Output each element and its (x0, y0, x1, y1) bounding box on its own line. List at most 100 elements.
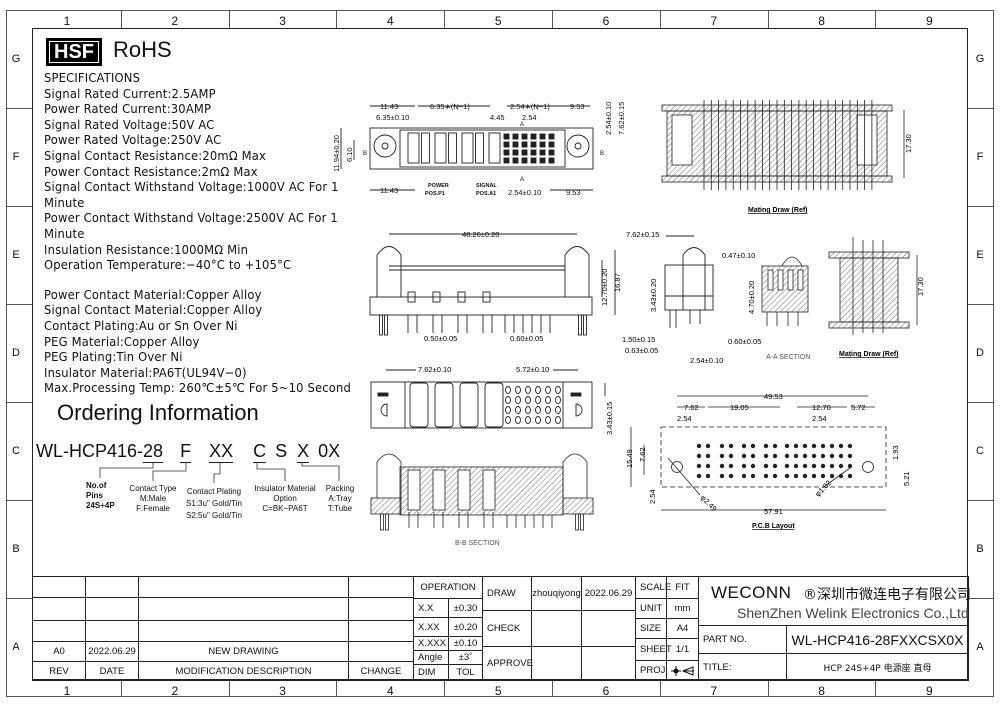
pcb-hole (784, 453, 790, 459)
unit-value: mm (666, 598, 699, 619)
date-cell (85, 620, 139, 642)
signal-contact (521, 133, 528, 140)
svg-text:11.94±0.20: 11.94±0.20 (332, 135, 341, 172)
svg-text:7.62±0.10: 7.62±0.10 (418, 365, 451, 374)
pcb-hole (829, 463, 835, 469)
spec-line: Signal Contact Withstand Voltage:1000V A… (44, 179, 339, 195)
rev-cell (32, 597, 86, 621)
signal-contact (539, 133, 546, 140)
tolerance-value: ±0.30 (448, 598, 483, 618)
change-cell (348, 576, 414, 598)
pcb-hole (793, 443, 799, 449)
power-socket (484, 382, 504, 428)
unit-label: UNIT (635, 598, 667, 619)
signal-contact (548, 141, 555, 148)
company-brand: WECONN (711, 583, 792, 602)
pcb-hole (741, 453, 747, 459)
svg-text:A: A (520, 177, 524, 183)
spec-line: Signal Rated Current:2.5AMP (44, 85, 216, 101)
bottom-view (370, 369, 606, 429)
svg-text:7.62±0.15: 7.62±0.15 (626, 230, 659, 239)
signal-contact (521, 157, 528, 164)
pcb-hole (793, 473, 799, 479)
hsf-logo: HSF (46, 38, 102, 66)
signal-socket (545, 416, 551, 424)
signal-socket (545, 396, 551, 404)
signal-socket (525, 406, 531, 414)
svg-text:2.54: 2.54 (522, 113, 537, 122)
row-divider (6, 206, 32, 207)
svg-text:2.54: 2.54 (812, 414, 827, 423)
rev-cell (32, 620, 86, 642)
size-label: SIZE (635, 618, 667, 639)
power-contact-section (482, 469, 496, 511)
row-ref: F (976, 151, 984, 163)
power-contact (407, 291, 416, 303)
pcb-hole (741, 443, 747, 449)
svg-text:0.60±0.05: 0.60±0.05 (728, 337, 761, 346)
column-ref: 1 (63, 14, 71, 28)
column-divider (767, 680, 769, 697)
spec-line: PEG Plating:Tin Over Ni (44, 349, 183, 365)
mating-side-dim: 17.30 (916, 277, 925, 296)
desc-cell (138, 620, 349, 642)
signal-socket (515, 386, 521, 394)
pcb-hole (802, 453, 808, 459)
row-ref: A (976, 641, 984, 653)
column-ref: 4 (387, 684, 394, 698)
pcb-hole (784, 463, 790, 469)
column-ref: 8 (818, 684, 825, 698)
pcb-hole (838, 443, 844, 449)
column-ref: 9 (926, 14, 933, 28)
power-contact (432, 291, 441, 303)
spec-line: Power Rated Current:30AMP (44, 101, 212, 117)
pcb-hole (811, 473, 817, 479)
row-divider (6, 402, 32, 403)
bottom-view-dims: 7.62±0.10 5.72±0.10 3.43±0.15 (418, 365, 614, 435)
svg-text:12.70±0.20: 12.70±0.20 (600, 269, 609, 306)
pcb-hole (847, 453, 853, 459)
drawer-name: zhouqiyong (531, 576, 582, 611)
tolerance-dim: X.XXX (413, 636, 449, 651)
pcb-hole (696, 463, 702, 469)
rev-value: A0 (32, 641, 86, 662)
side-view (664, 235, 714, 328)
date-cell (85, 576, 139, 598)
column-ref: 2 (171, 14, 179, 28)
peg (384, 314, 388, 336)
column-divider (875, 680, 877, 697)
svg-text:0.50±0.05: 0.50±0.05 (424, 334, 457, 343)
pcb-hole (763, 463, 769, 469)
size-value: A4 (666, 618, 699, 639)
signal-socket (555, 416, 561, 424)
svg-text:57.91: 57.91 (764, 507, 783, 516)
rev-cell (32, 576, 86, 598)
projection-symbol-icon (666, 660, 699, 681)
column-divider (552, 10, 553, 28)
signal-contact (503, 141, 510, 148)
spec-line: Operation Temperature:−40°C to +105°C (44, 257, 292, 273)
pcb-hole (750, 453, 756, 459)
column-divider (767, 10, 769, 28)
row-divider (968, 108, 994, 109)
sheet-label: SHEET (635, 638, 672, 661)
svg-text:1.93: 1.93 (891, 445, 900, 460)
power-socket (459, 382, 479, 428)
pcb-hole (696, 473, 702, 479)
svg-text:4.45: 4.45 (490, 113, 505, 122)
power-slot (448, 132, 457, 164)
signal-contact (521, 149, 528, 156)
column-ref: 1 (63, 684, 71, 698)
rev-description-value: NEW DRAWING (138, 641, 349, 662)
signal-contact (512, 149, 519, 156)
pcb-hole (820, 473, 826, 479)
row-ref: B (12, 543, 20, 555)
svg-text:6.35±0.10: 6.35±0.10 (376, 113, 409, 122)
signal-contact (530, 141, 537, 148)
change-cell (348, 597, 414, 621)
svg-text:φ1.02: φ1.02 (813, 478, 833, 498)
ordering-code: WL-HCP416- 28 F XX C S X 0X (36, 441, 340, 463)
